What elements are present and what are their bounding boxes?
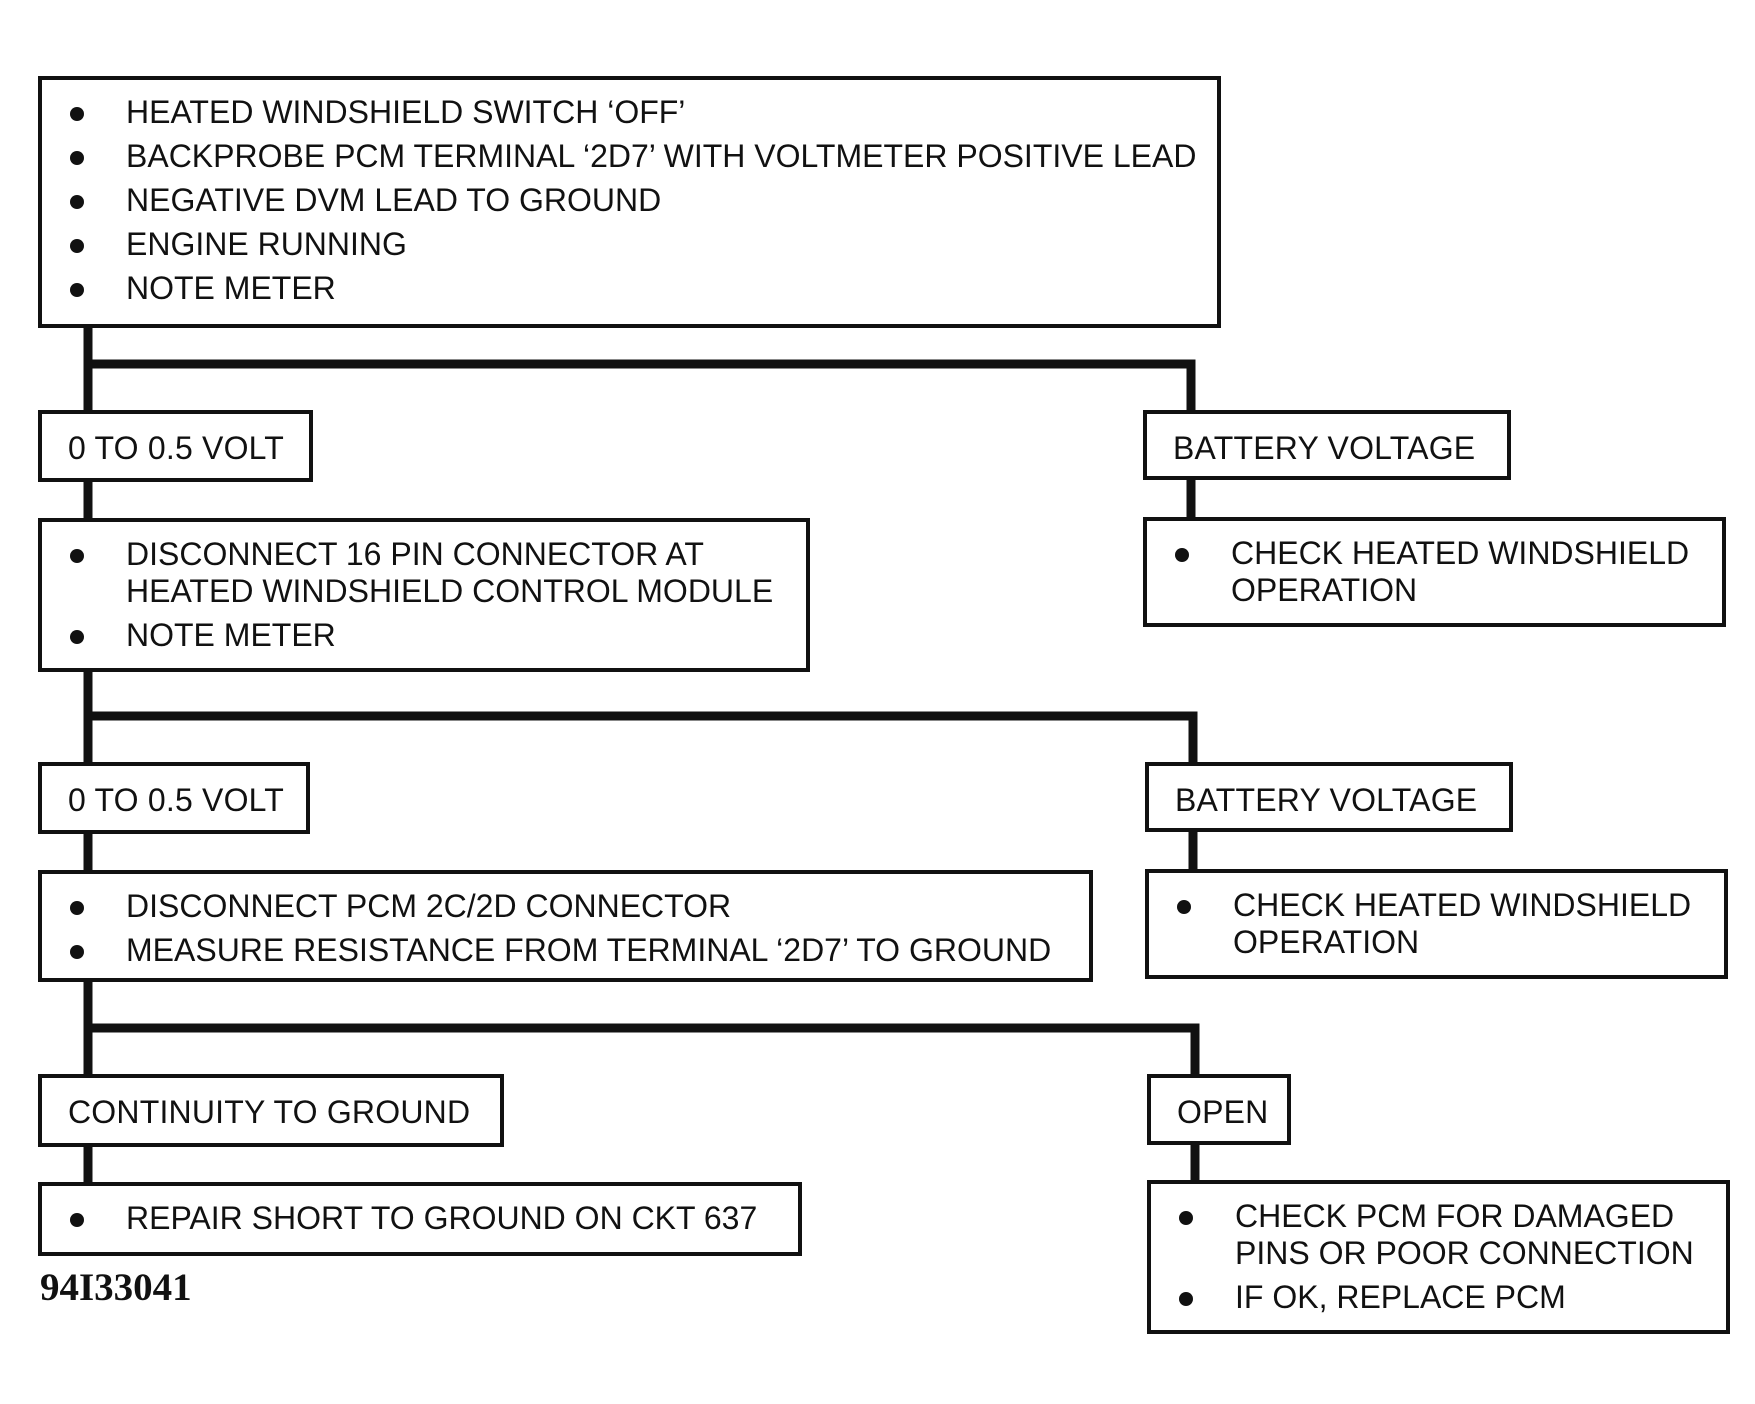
result-box-continuity: CONTINUITY TO GROUND: [38, 1074, 504, 1147]
action-box-check-windshield: CHECK HEATED WINDSHIELD OPERATION: [1145, 869, 1728, 979]
result-box-open: OPEN: [1147, 1074, 1291, 1145]
result-box-low-voltage: 0 TO 0.5 VOLT: [38, 410, 313, 482]
step-item: DISCONNECT 16 PIN CONNECTOR AT HEATED WI…: [42, 536, 806, 610]
step-item: NOTE METER: [42, 617, 806, 654]
action-steps-list: REPAIR SHORT TO GROUND ON CKT 637: [42, 1186, 798, 1237]
start-steps-list: HEATED WINDSHIELD SWITCH ‘OFF’ BACKPROBE…: [42, 80, 1217, 307]
step-item: BACKPROBE PCM TERMINAL ‘2D7’ WITH VOLTME…: [42, 138, 1217, 175]
step-item: DISCONNECT PCM 2C/2D CONNECTOR: [42, 888, 1089, 925]
step-item: MEASURE RESISTANCE FROM TERMINAL ‘2D7’ T…: [42, 932, 1089, 969]
start-instructions-box: HEATED WINDSHIELD SWITCH ‘OFF’ BACKPROBE…: [38, 76, 1221, 328]
action-steps-list: DISCONNECT 16 PIN CONNECTOR AT HEATED WI…: [42, 522, 806, 654]
step-item: ENGINE RUNNING: [42, 226, 1217, 263]
action-box-measure-resistance: DISCONNECT PCM 2C/2D CONNECTOR MEASURE R…: [38, 870, 1093, 982]
figure-id-label: 94I33041: [40, 1266, 192, 1309]
step-item: NEGATIVE DVM LEAD TO GROUND: [42, 182, 1217, 219]
action-steps-list: CHECK HEATED WINDSHIELD OPERATION: [1147, 521, 1722, 609]
step-item: IF OK, REPLACE PCM: [1151, 1279, 1726, 1316]
action-box-check-windshield: CHECK HEATED WINDSHIELD OPERATION: [1143, 517, 1726, 627]
action-steps-list: CHECK PCM FOR DAMAGED PINS OR POOR CONNE…: [1151, 1184, 1726, 1316]
step-item: CHECK HEATED WINDSHIELD OPERATION: [1147, 535, 1722, 609]
action-steps-list: CHECK HEATED WINDSHIELD OPERATION: [1149, 873, 1724, 961]
step-item: CHECK PCM FOR DAMAGED PINS OR POOR CONNE…: [1151, 1198, 1726, 1272]
step-item: NOTE METER: [42, 270, 1217, 307]
result-box-battery-voltage: BATTERY VOLTAGE: [1143, 410, 1511, 480]
step-item: REPAIR SHORT TO GROUND ON CKT 637: [42, 1200, 798, 1237]
step-item: HEATED WINDSHIELD SWITCH ‘OFF’: [42, 94, 1217, 131]
action-box-check-pcm: CHECK PCM FOR DAMAGED PINS OR POOR CONNE…: [1147, 1180, 1730, 1334]
result-box-battery-voltage: BATTERY VOLTAGE: [1145, 762, 1513, 832]
step-item: CHECK HEATED WINDSHIELD OPERATION: [1149, 887, 1724, 961]
action-steps-list: DISCONNECT PCM 2C/2D CONNECTOR MEASURE R…: [42, 874, 1089, 969]
result-box-low-voltage: 0 TO 0.5 VOLT: [38, 762, 310, 834]
action-box-disconnect-module: DISCONNECT 16 PIN CONNECTOR AT HEATED WI…: [38, 518, 810, 672]
action-box-repair-short: REPAIR SHORT TO GROUND ON CKT 637: [38, 1182, 802, 1256]
